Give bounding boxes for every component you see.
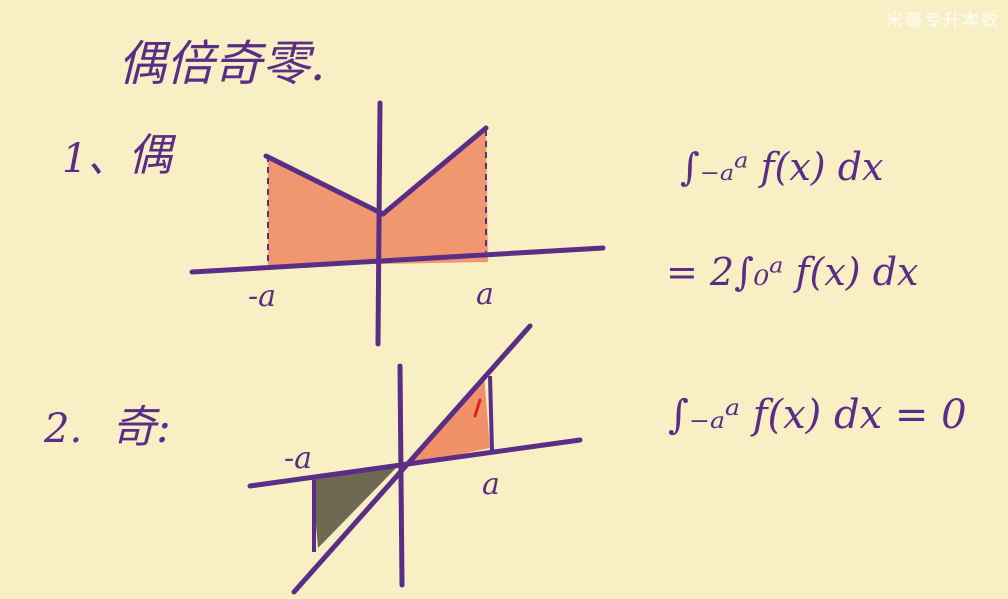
section-2-number: 2.	[43, 406, 82, 452]
section-2-label: 奇:	[112, 402, 171, 453]
even-shaded-area	[268, 128, 488, 266]
even-tick-neg-a: -a	[248, 279, 276, 314]
section-1-label: 偶	[128, 130, 177, 181]
odd-shaded-negative	[312, 466, 398, 548]
even-y-axis	[375, 100, 383, 347]
even-x-axis	[189, 245, 606, 275]
even-function-curve	[263, 125, 489, 217]
odd-bound-right	[488, 375, 494, 451]
odd-function-line	[291, 323, 533, 595]
odd-tick-a: a	[482, 467, 500, 502]
odd-formula-line-1: ∫₋ₐᵃ f(x) dx = 0	[668, 392, 967, 438]
watermark: 米哥专升本数	[886, 11, 1000, 31]
even-formula-line-2: = 2∫₀ᵃ f(x) dx	[666, 250, 918, 294]
odd-y-axis	[397, 363, 405, 588]
red-tick-mark	[473, 398, 482, 418]
even-formula-line-1: ∫₋ₐᵃ f(x) dx	[680, 145, 883, 189]
even-tick-a: a	[476, 277, 494, 312]
even-function-graph: -a a	[189, 100, 606, 347]
odd-function-graph: -a a	[247, 323, 583, 595]
section-1-number: 1、	[62, 136, 127, 182]
odd-tick-neg-a: -a	[284, 441, 312, 476]
page-title: 偶倍奇零.	[118, 36, 325, 92]
odd-x-axis	[247, 437, 583, 489]
